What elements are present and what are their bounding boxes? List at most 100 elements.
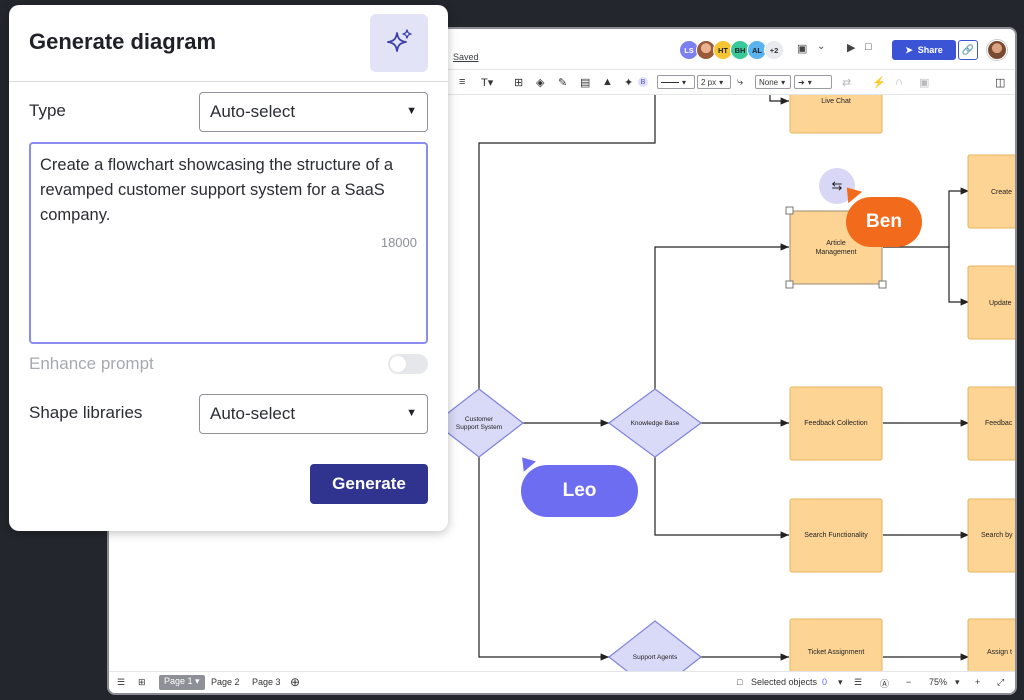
connector-kb-search	[654, 457, 789, 539]
node-support-agents[interactable]	[608, 620, 702, 673]
prompt-textarea[interactable]: Create a flowchart showcasing the struct…	[29, 142, 428, 344]
node-search-functionality[interactable]	[789, 498, 883, 573]
node-update-label: Update	[989, 300, 1012, 307]
line-style-select[interactable]: ▾	[657, 75, 695, 89]
line-end-select[interactable]: ➜▾	[794, 75, 832, 89]
shape-libraries-value: Auto-select	[210, 404, 296, 423]
fill-color-icon[interactable]: ◈	[536, 77, 545, 89]
selection-handle[interactable]	[785, 206, 794, 215]
page-tab-3[interactable]: Page 3	[252, 677, 281, 687]
node-css-label-2: Support System	[456, 424, 502, 431]
add-page-icon[interactable]: ⊕	[290, 675, 301, 689]
text-format-icon[interactable]: T▾	[481, 77, 494, 89]
shape-libraries-select[interactable]: Auto-select ▼	[199, 394, 428, 434]
align-icon[interactable]: ≡	[459, 76, 466, 88]
node-feedback-collection[interactable]	[789, 386, 883, 461]
selection-handle[interactable]	[878, 280, 887, 289]
magnet-icon[interactable]: ∩	[895, 76, 903, 88]
connectors	[478, 95, 969, 661]
line-start-select[interactable]: None▾	[755, 75, 791, 89]
node-assign-label: Assign t	[987, 649, 1012, 656]
connector-to-live-chat	[478, 95, 656, 390]
share-button[interactable]: ➤ Share	[892, 40, 956, 60]
dropdown-caret-icon: ▼	[406, 105, 417, 117]
rect-nodes: Live Chat Create Article Management Upda…	[785, 95, 1015, 673]
line-color-icon[interactable]: ✎	[558, 77, 568, 89]
comment-icon[interactable]: ▣	[797, 43, 808, 55]
copy-link-button[interactable]: 🔗	[958, 40, 978, 60]
type-select[interactable]: Auto-select ▼	[199, 92, 428, 132]
panel-toggle-icon[interactable]: ◫	[995, 77, 1006, 89]
node-feedback[interactable]	[967, 386, 1015, 461]
node-css-label-1: Customer	[465, 416, 494, 423]
character-count: 18000	[380, 235, 417, 250]
node-create[interactable]	[967, 154, 1015, 229]
node-feedback-collection-label: Feedback Collection	[804, 420, 868, 427]
select-objects-icon[interactable]: □	[737, 677, 743, 687]
video-icon[interactable]: □	[865, 41, 872, 53]
accessibility-icon[interactable]: Ⓐ	[880, 679, 890, 689]
connector-style-icon[interactable]: ⤷	[737, 76, 744, 88]
fullscreen-icon[interactable]: ⤢	[997, 677, 1005, 687]
style-icon[interactable]: ▤	[580, 77, 591, 89]
magic-wand-icon[interactable]: ✦	[624, 77, 634, 89]
send-icon: ➤	[905, 44, 913, 55]
node-ticket-assignment[interactable]	[789, 618, 883, 673]
connector-article-update	[948, 247, 969, 306]
enhance-prompt-label: Enhance prompt	[29, 354, 154, 373]
flowchart: Live Chat Create Article Management Upda…	[434, 95, 1015, 673]
sparkle-icon	[387, 29, 412, 52]
node-create-label: Create	[991, 189, 1012, 196]
layers-icon[interactable]: ☰	[854, 677, 863, 687]
panel-title: Generate diagram	[29, 29, 217, 54]
node-feedback-label: Feedbac	[985, 420, 1013, 427]
node-search-functionality-label: Search Functionality	[804, 532, 868, 539]
zoom-out-icon[interactable]: −	[906, 677, 912, 687]
more-collaborators-badge[interactable]: +2	[764, 40, 784, 60]
line-width-select[interactable]: 2 px▾	[697, 75, 731, 89]
panel-header: Generate diagram	[9, 5, 448, 82]
present-icon[interactable]: ▶	[847, 42, 856, 54]
generate-diagram-panel: Generate diagram Type Auto-select ▼ Crea…	[9, 5, 448, 531]
connector-kb-article	[654, 243, 789, 389]
node-knowledge-base-label: Knowledge Base	[631, 420, 680, 427]
prompt-text: Create a flowchart showcasing the struct…	[40, 156, 394, 224]
node-customer-support-system[interactable]	[434, 388, 524, 458]
chevron-down-icon[interactable]: ▾	[838, 677, 843, 687]
node-live-chat-label: Live Chat	[821, 98, 851, 105]
node-article-label-1: Article	[826, 240, 846, 247]
node-article-label-2: Management	[816, 249, 857, 256]
lightning-icon[interactable]: ⚡	[872, 77, 886, 89]
generate-button[interactable]: Generate	[310, 464, 428, 504]
node-support-agents-label: Support Agents	[633, 654, 678, 661]
node-update[interactable]	[967, 265, 1015, 340]
zoom-level[interactable]: 75%	[929, 677, 948, 687]
opacity-icon[interactable]: ▲	[602, 76, 613, 88]
selected-objects-label: Selected objects	[751, 677, 818, 687]
toggle-knob	[390, 356, 406, 372]
chevron-down-icon[interactable]: ▾	[955, 677, 960, 687]
chevron-down-icon[interactable]: ⌄	[817, 41, 826, 52]
zoom-in-icon[interactable]: +	[975, 677, 981, 687]
node-assign[interactable]	[967, 618, 1015, 673]
bottom-bar: ☰ ⊞ Page 1 ▾ Page 2 Page 3 ⊕ □ Selected …	[109, 671, 1015, 693]
grid-view-icon[interactable]: ⊞	[138, 677, 146, 687]
lock-icon[interactable]: ▣	[919, 77, 930, 89]
enhance-prompt-toggle[interactable]	[388, 354, 428, 374]
quick-action-button[interactable]: ⇆	[819, 168, 855, 204]
page-tab-2[interactable]: Page 2	[211, 677, 240, 687]
shape-libraries-label: Shape libraries	[29, 403, 143, 422]
diamond-nodes: Customer Support System Knowledge Base S…	[434, 388, 703, 673]
page-tab-1[interactable]: Page 1 ▾	[159, 675, 205, 690]
node-search-by[interactable]	[967, 498, 1015, 573]
node-ticket-assignment-label: Ticket Assignment	[808, 649, 865, 656]
node-knowledge-base[interactable]	[607, 388, 703, 458]
user-avatar[interactable]	[987, 40, 1007, 60]
node-live-chat[interactable]	[789, 95, 883, 134]
list-view-icon[interactable]: ☰	[117, 677, 126, 687]
table-icon[interactable]: ⊞	[514, 77, 524, 89]
saved-status[interactable]: Saved	[453, 52, 479, 62]
selection-handle[interactable]	[785, 280, 794, 289]
swap-icon[interactable]: ⇄	[842, 77, 852, 89]
ai-sparkle-button[interactable]	[370, 14, 428, 72]
